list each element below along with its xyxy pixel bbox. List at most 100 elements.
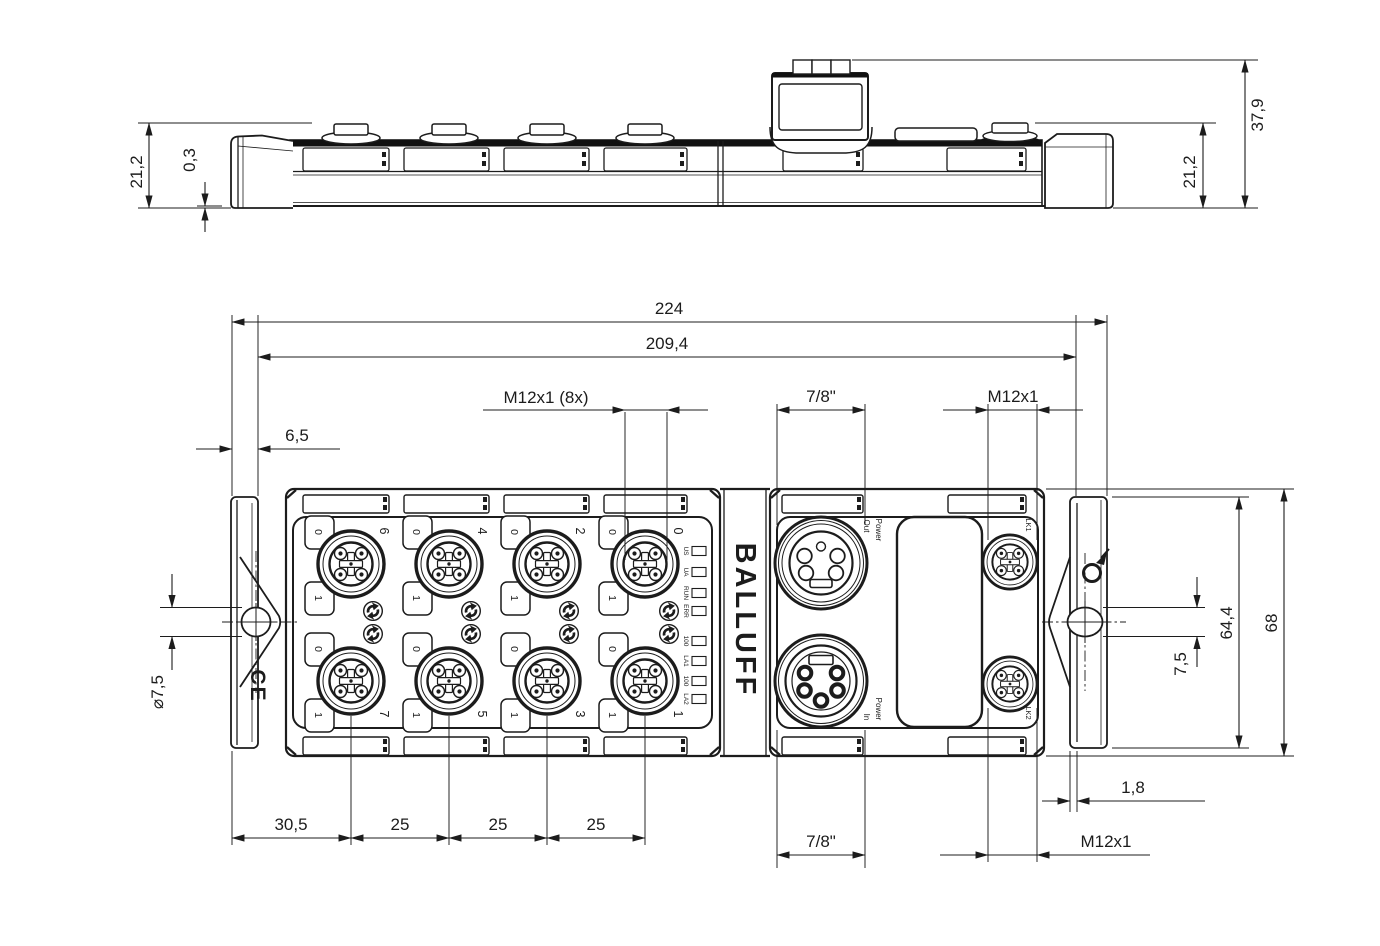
pin-label: 0 bbox=[410, 529, 422, 535]
power-in-label: Power bbox=[874, 698, 883, 721]
m12-port-4 bbox=[414, 529, 484, 599]
twistlock-icon bbox=[659, 601, 679, 621]
dim-power-thread-top: 7/8" bbox=[806, 387, 836, 406]
led-windows bbox=[691, 545, 707, 705]
m12-port-0 bbox=[610, 529, 680, 599]
top-view-body bbox=[231, 139, 1113, 207]
lk2-connector bbox=[981, 655, 1039, 713]
led-label: 100 bbox=[682, 636, 689, 647]
lk1-label: LK1 bbox=[1024, 518, 1033, 531]
twistlock-icon bbox=[363, 624, 383, 644]
extension-lines bbox=[138, 59, 1294, 868]
top-view-right-cap bbox=[1044, 133, 1114, 209]
led-label: UA bbox=[682, 567, 689, 577]
dim-pitch-3: 25 bbox=[587, 815, 606, 834]
brand-logo: BALLUFF bbox=[729, 543, 761, 698]
pin-label: 0 bbox=[410, 646, 422, 652]
port-number: 1 bbox=[671, 711, 685, 718]
top-view bbox=[230, 59, 1114, 209]
top-view-m12-dome bbox=[513, 123, 581, 148]
port-number: 3 bbox=[573, 711, 587, 718]
top-view-label-cap bbox=[894, 127, 978, 145]
port-label-tabs bbox=[304, 515, 629, 733]
top-view-left-cap bbox=[230, 134, 294, 209]
pin-label: 0 bbox=[312, 646, 324, 652]
left-bracket bbox=[230, 496, 282, 749]
earth-arrow-icon bbox=[1096, 548, 1110, 565]
top-view-power-tower bbox=[769, 59, 873, 154]
dim-side-total-height: 37,9 bbox=[1248, 98, 1267, 131]
twistlock-icon bbox=[461, 624, 481, 644]
twistlock-icon bbox=[659, 624, 679, 644]
ce-mark: CE bbox=[246, 669, 269, 702]
led-label: LA2 bbox=[682, 693, 689, 705]
power-in-label2: In bbox=[862, 714, 871, 721]
pin-label: 1 bbox=[606, 595, 618, 601]
led-label: 100 bbox=[682, 676, 689, 687]
dim-total-width: 224 bbox=[655, 299, 683, 318]
pin-label: 0 bbox=[508, 646, 520, 652]
m12-port-2 bbox=[512, 529, 582, 599]
dim-slot-width: 7,5 bbox=[1171, 652, 1190, 676]
pin-label: 0 bbox=[312, 529, 324, 535]
twistlock-icon bbox=[461, 601, 481, 621]
port-number: 5 bbox=[475, 711, 489, 718]
pin-label: 1 bbox=[410, 712, 422, 718]
centerlines bbox=[222, 551, 1126, 693]
twistlock-icon bbox=[559, 624, 579, 644]
dim-side-height-left: 21,2 bbox=[127, 155, 146, 188]
dimension-labels: 21,2 0,3 21,2 37,9 224 209,4 6,5 M12x1 (… bbox=[127, 98, 1281, 851]
front-view bbox=[230, 487, 1110, 758]
led-label: LA1 bbox=[682, 655, 689, 667]
twistlock-icon bbox=[363, 601, 383, 621]
dim-pitch-1: 25 bbox=[391, 815, 410, 834]
pin-label: 0 bbox=[606, 646, 618, 652]
pin-label: 1 bbox=[606, 712, 618, 718]
m12-port-7 bbox=[316, 646, 386, 716]
m12-port-1 bbox=[610, 646, 680, 716]
port-number: 6 bbox=[377, 528, 391, 535]
pin-label: 1 bbox=[312, 712, 324, 718]
led-label: RUN bbox=[682, 586, 689, 600]
pin-label: 1 bbox=[410, 595, 422, 601]
dim-inner-width: 209,4 bbox=[646, 334, 689, 353]
dim-bracket-height: 64,4 bbox=[1217, 606, 1236, 639]
m12-port-3 bbox=[512, 646, 582, 716]
led-label: ERR bbox=[682, 604, 689, 618]
dim-side-height-right: 21,2 bbox=[1180, 155, 1199, 188]
port-number: 4 bbox=[475, 528, 489, 535]
dim-aux-thread-bottom: M12x1 bbox=[1080, 832, 1131, 851]
logo-strip bbox=[720, 487, 770, 758]
io-module bbox=[284, 487, 722, 758]
power-out-connector bbox=[773, 515, 869, 611]
device-labels: BALLUFF CE 6 4 2 0 7 5 3 1 0 1 0 1 0 1 0… bbox=[246, 518, 1033, 720]
twistlock-icon bbox=[559, 601, 579, 621]
port-number: 2 bbox=[573, 528, 587, 535]
port-number: 7 bbox=[377, 711, 391, 718]
power-module bbox=[768, 487, 1046, 758]
dim-pitch-2: 25 bbox=[489, 815, 508, 834]
lk1-connector bbox=[981, 533, 1039, 591]
power-out-label2: Out bbox=[862, 520, 871, 534]
dim-edge-offset: 6,5 bbox=[285, 426, 309, 445]
m12-port-5 bbox=[414, 646, 484, 716]
dim-pitch-first: 30,5 bbox=[274, 815, 307, 834]
dim-ports-thread: M12x1 (8x) bbox=[503, 388, 588, 407]
dim-side-offset: 0,3 bbox=[180, 148, 199, 172]
pin-label: 0 bbox=[606, 529, 618, 535]
earth-terminal bbox=[1082, 563, 1102, 583]
pin-label: 1 bbox=[508, 595, 520, 601]
led-label: US bbox=[682, 546, 689, 556]
pin-label: 0 bbox=[508, 529, 520, 535]
top-view-lk-dome bbox=[981, 122, 1039, 144]
power-module-windows bbox=[781, 494, 1027, 756]
dim-lip-width: 1,8 bbox=[1121, 778, 1145, 797]
port-number: 0 bbox=[671, 528, 685, 535]
lk2-label: LK2 bbox=[1024, 706, 1033, 719]
top-view-m12-dome bbox=[611, 123, 679, 148]
power-in-connector bbox=[773, 633, 869, 729]
pin-label: 1 bbox=[508, 712, 520, 718]
pin-label: 1 bbox=[312, 595, 324, 601]
